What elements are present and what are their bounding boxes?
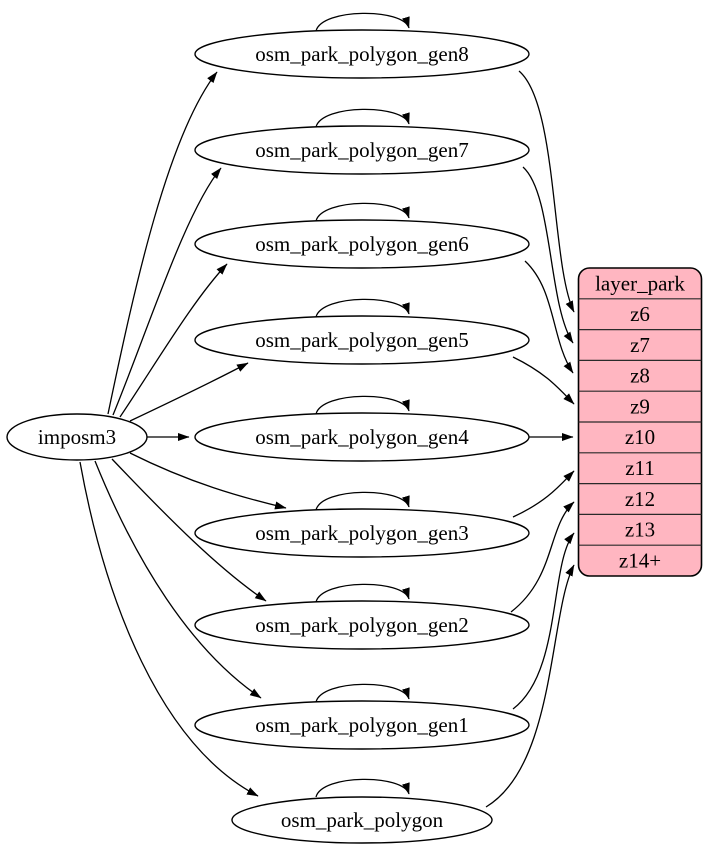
node-osm-park-polygon-gen8: osm_park_polygon_gen8 [194,29,530,79]
node-label: osm_park_polygon_gen3 [255,521,468,545]
edge-gen3-to-z11 [512,470,575,518]
node-ellipse [194,508,530,558]
node-ellipse [6,413,148,461]
layer-row-z7: z7 [630,333,650,357]
layer-row-z10: z10 [625,425,655,449]
node-osm-park-polygon-gen7: osm_park_polygon_gen7 [194,125,530,175]
edge-gen8-to-z6 [518,70,575,313]
edge-polygon-to-z14 [485,564,575,808]
node-ellipse [194,600,530,650]
self-loops [315,12,410,798]
node-ellipse [194,219,530,269]
node-osm-park-polygon-gen6: osm_park_polygon_gen6 [194,219,530,269]
self-loop-gen1 [315,683,410,703]
node-layer-park: layer_park z6 z7 z8 z9 z10 z11 z12 z13 z… [577,267,703,577]
layer-row-z9: z9 [630,394,650,418]
edge-imposm3-to-gen7 [112,167,222,416]
edge-imposm3-to-gen1 [94,460,262,699]
node-ellipse [194,29,530,79]
layer-row-z6: z6 [630,302,650,326]
edge-gen7-to-z7 [522,166,574,344]
self-loop-polygon [315,778,410,798]
edge-gen2-to-z12 [510,501,575,613]
self-loop-gen7 [315,108,410,128]
node-ellipse [231,796,493,844]
self-loop-gen8 [315,12,410,32]
edge-imposm3-to-gen3 [129,452,287,510]
edge-gen1-to-z13 [512,532,575,710]
node-label: osm_park_polygon [281,808,444,832]
node-label: osm_park_polygon_gen7 [255,138,468,162]
edge-imposm3-to-gen8 [107,71,218,415]
edge-imposm3-to-polygon [79,461,259,797]
node-osm-park-polygon-gen3: osm_park_polygon_gen3 [194,508,530,558]
edges-from-source [79,71,287,797]
node-osm-park-polygon-gen2: osm_park_polygon_gen2 [194,600,530,650]
edge-imposm3-to-gen2 [111,458,267,602]
node-ellipse [194,700,530,750]
layer-row-z13: z13 [625,518,655,542]
node-osm-park-polygon-gen1: osm_park_polygon_gen1 [194,700,530,750]
self-loop-gen3 [315,491,410,511]
node-osm-park-polygon-gen5: osm_park_polygon_gen5 [194,315,530,365]
edge-gen5-to-z9 [512,356,575,405]
edge-gen6-to-z8 [524,260,574,374]
node-ellipse [194,315,530,365]
layer-row-z12: z12 [625,487,655,511]
node-osm-park-polygon: osm_park_polygon [231,796,493,844]
node-ellipse [194,125,530,175]
node-label: osm_park_polygon_gen2 [255,613,468,637]
self-loop-gen4 [315,395,410,415]
node-label: osm_park_polygon_gen1 [255,713,468,737]
layer-row-z11: z11 [625,456,655,480]
node-osm-park-polygon-gen4: osm_park_polygon_gen4 [194,412,530,462]
layer-row-z14: z14+ [619,548,661,572]
layer-title: layer_park [595,272,685,296]
edge-imposm3-to-gen6 [119,263,228,418]
node-label: imposm3 [38,425,116,449]
node-ellipse [194,412,530,462]
node-label: osm_park_polygon_gen6 [255,232,468,256]
node-label: osm_park_polygon_gen4 [255,425,469,449]
self-loop-gen2 [315,583,410,603]
edges-to-layer [485,70,575,808]
node-imposm3: imposm3 [6,413,148,461]
edge-imposm3-to-gen5 [129,362,249,422]
self-loop-gen5 [315,298,410,318]
layer-row-z8: z8 [630,364,650,388]
node-label: osm_park_polygon_gen5 [255,328,468,352]
self-loop-gen6 [315,202,410,222]
node-label: osm_park_polygon_gen8 [255,42,468,66]
